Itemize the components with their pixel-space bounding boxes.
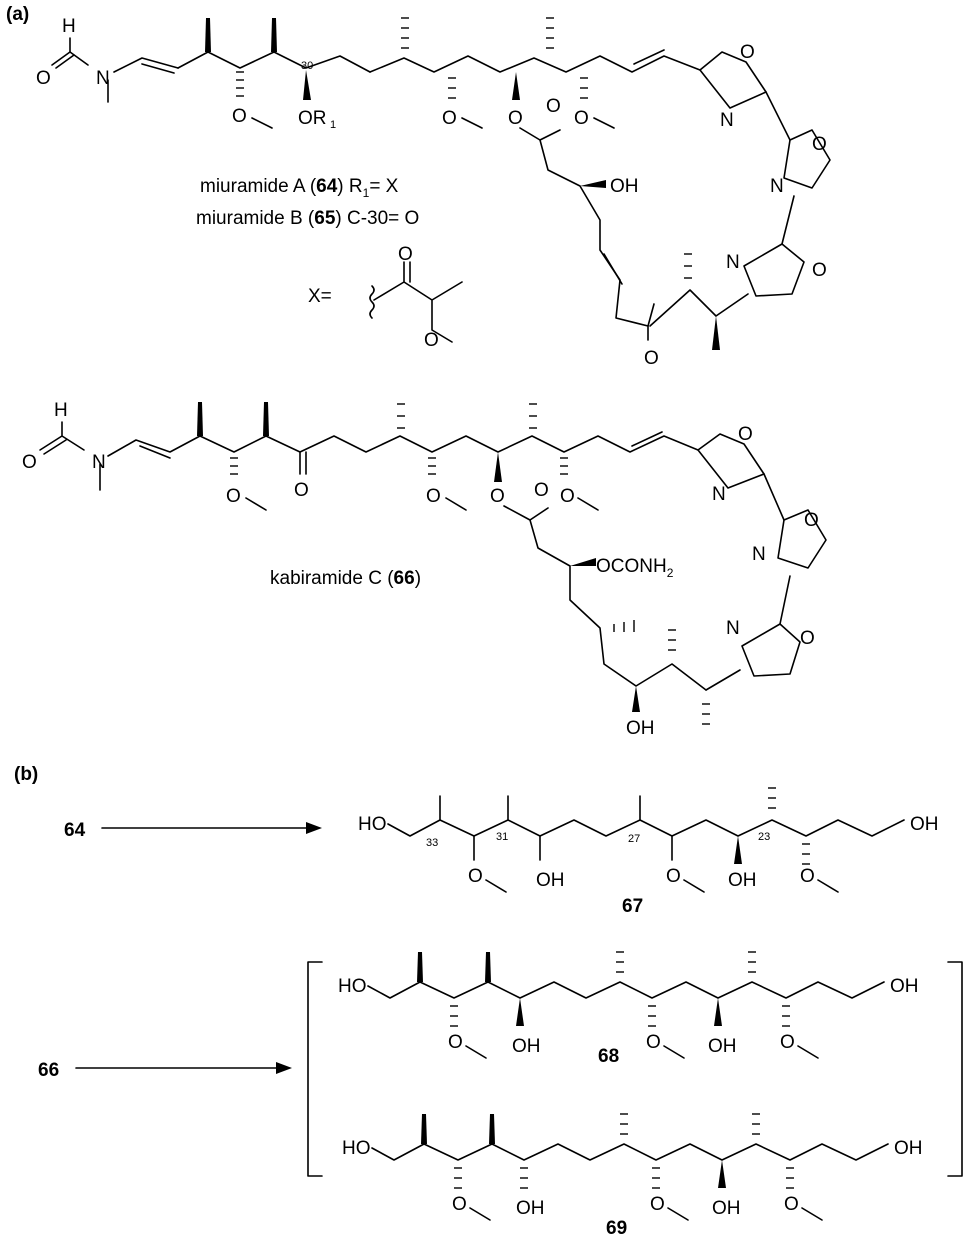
atom-n-oxazole-1: N [720,110,734,131]
c67-oh-1: OH [536,870,565,891]
miuramide-structure: H O N 30 O OR 1 O O O O [36,16,831,369]
atom-o-oxazole-2: O [812,134,827,155]
k-atom-o-methoxy-2: O [426,486,441,507]
k-atom-o-methoxy: O [226,486,241,507]
compound-69-label: 69 [606,1218,627,1239]
c69-o-3: O [784,1194,799,1215]
c69-oh-2: OH [712,1198,741,1219]
c69-ho: HO [342,1138,371,1159]
panel-b-label: (b) [14,764,38,785]
c68-ho: HO [338,976,367,997]
caption-kabiramide-c: kabiramide C (66) [270,568,421,589]
c69-oh-end: OH [894,1138,923,1159]
compound-68-label: 68 [598,1046,619,1067]
c68-oh-end: OH [890,976,919,997]
c67-oh-2: OH [728,870,757,891]
atom-o-methoxy: O [232,106,247,127]
c67-o-1: O [468,866,483,887]
c68-oh-2: OH [708,1036,737,1057]
c68-oh-1: OH [512,1036,541,1057]
locant-23: 23 [758,831,770,843]
atom-o-ester: O [508,108,523,129]
atom-o-carbonyl: O [546,96,561,117]
k-atom-o-methoxy-3: O [560,486,575,507]
atom-o: O [36,68,51,89]
x-substituent: X= O O [308,244,463,351]
panel-a-label: (a) [6,4,29,25]
compound-64-label: 64 [64,820,86,841]
compound-67-label: 67 [622,896,643,917]
compound-68-structure: HO O OH O OH O OH [338,951,919,1059]
c67-ho: HO [358,814,387,835]
caption-miuramide-a: miuramide A (64) R1= X [200,176,399,200]
x-label: X= [308,286,332,307]
c69-oh-1: OH [516,1198,545,1219]
caption-miuramide-b: miuramide B (65) C-30= O [196,208,419,229]
compound-69-structure: HO O OH O OH O OH [342,1113,923,1221]
compound-66-label: 66 [38,1060,59,1081]
atom-o-methoxy-3: O [574,108,589,129]
locant-33: 33 [426,837,438,849]
k-atom-o-ester: O [490,486,505,507]
c68-o-3: O [780,1032,795,1053]
k-atom-o-ketone: O [294,480,309,501]
k-atom-n-oxazole-3: N [726,618,740,639]
k-carbamate: OCONH2 [596,556,674,580]
c68-o-2: O [646,1032,661,1053]
k-atom-n: N [92,452,106,473]
c69-o-2: O [650,1194,665,1215]
x-atom-o-carbonyl: O [398,244,413,265]
r-subscript: 1 [330,119,336,131]
k-atom-o: O [22,452,37,473]
k-atom-n-oxazole-1: N [712,484,726,505]
k-atom-h: H [54,400,68,421]
k-atom-o-carbonyl: O [534,480,549,501]
k-atom-o-oxazole-1: O [738,424,753,445]
k-atom-oh: OH [626,718,655,739]
c67-oh-end: OH [910,814,939,835]
c69-o-1: O [452,1194,467,1215]
atom-n-oxazole-3: N [726,252,740,273]
c67-o-3: O [800,866,815,887]
k-atom-n-oxazole-2: N [752,544,766,565]
locant-31: 31 [496,831,508,843]
atom-n-oxazole-2: N [770,176,784,197]
locant-27: 27 [628,833,640,845]
atom-o-oxazole-1: O [740,42,755,63]
atom-o-methoxy-2: O [442,108,457,129]
atom-oh: OH [610,176,639,197]
atom-h: H [62,16,76,37]
k-atom-o-oxazole-2: O [804,510,819,531]
kabiramide-structure: H O N O O O O O O OCONH2 OH [22,400,827,739]
atom-o-oxazole-3: O [812,260,827,281]
c68-o-1: O [448,1032,463,1053]
c67-o-2: O [666,866,681,887]
locant-30: 30 [301,60,313,72]
x-atom-o: O [424,330,439,351]
atom-or: OR [298,108,327,129]
compound-67-structure: HO 33 31 27 23 O OH O OH O OH [358,787,939,893]
atom-o-ketone: O [644,348,659,369]
k-atom-o-oxazole-3: O [800,628,815,649]
atom-n: N [96,68,110,89]
